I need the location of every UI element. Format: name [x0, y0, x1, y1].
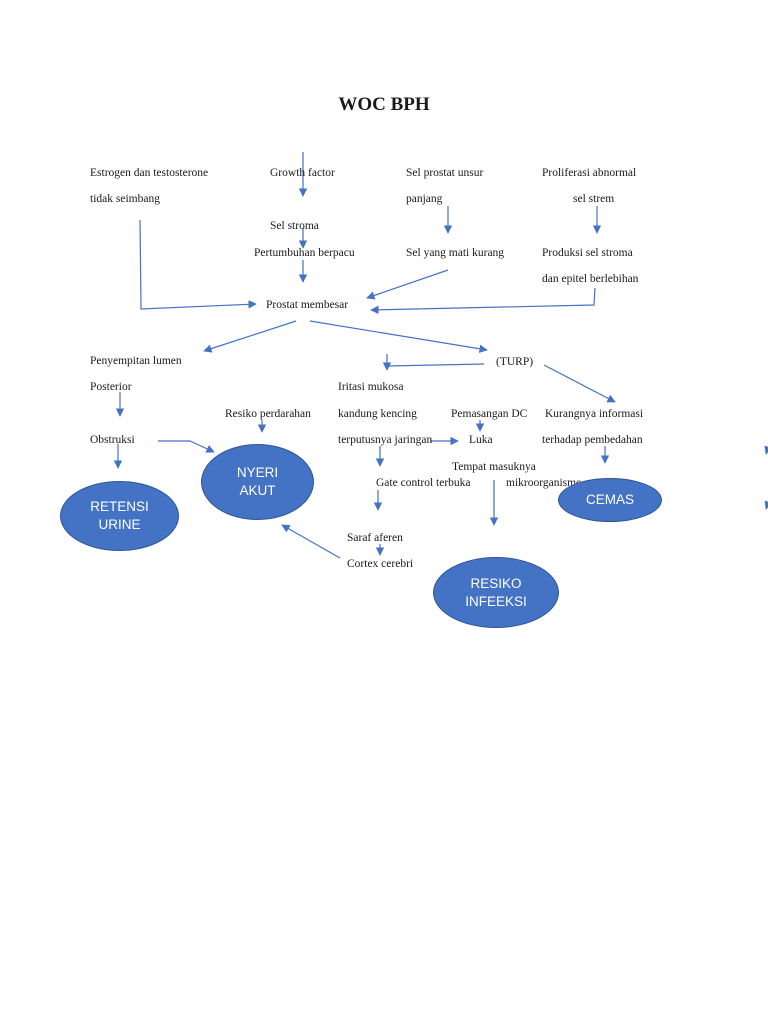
arrow-edge-2	[764, 500, 768, 510]
label-resiko-perdarahan: Resiko perdarahan	[225, 408, 311, 420]
label-kurangnya-line2: terhadap pembedahan	[542, 434, 643, 446]
label-cortex-cerebri: Cortex cerebri	[347, 558, 414, 570]
arrow-turp-kurangnya	[543, 364, 616, 403]
label-pemasangan-dc: Pemasangan DC	[451, 408, 528, 420]
label-estrogen-line2: tidak seimbang	[90, 193, 160, 205]
label-produksi-line2: dan epitel berlebihan	[542, 273, 639, 285]
label-terputusnya: terputusnya jaringan	[338, 434, 433, 446]
label-produksi-line1: Produksi sel stroma	[542, 247, 633, 259]
arrow-prostat-turp	[309, 320, 488, 353]
arrow-selmati-prostat	[366, 269, 449, 300]
label-growth-factor: Growth factor	[270, 167, 335, 179]
outcome-retensi-urine: RETENSI URINE	[60, 481, 179, 551]
label-gate-control: Gate control terbuka	[376, 477, 471, 489]
label-iritasi: Iritasi mukosa	[338, 381, 404, 393]
label-prostat-membesar: Prostat membesar	[266, 299, 349, 311]
outcome-resiko-infeksi: RESIKO INFEEKSI	[433, 557, 559, 628]
label-proliferasi-line1: Proliferasi abnormal	[542, 167, 637, 179]
arrow-turp-iritasi	[386, 354, 485, 367]
label-estrogen-line1: Estrogen dan testosterone	[90, 167, 209, 179]
label-tempat-masuknya: Tempat masuknya	[452, 461, 536, 473]
diagram-title: WOC BPH	[338, 94, 430, 115]
label-luka: Luka	[469, 434, 493, 446]
arrow-cortex-nyeri	[281, 524, 341, 559]
label-sel-prostat-line2: panjang	[406, 193, 443, 205]
label-mikroorganisme: mikroorganisme	[506, 477, 582, 489]
label-saraf-aferen: Saraf aferen	[347, 532, 403, 544]
outcome-cemas: CEMAS	[558, 478, 662, 522]
label-obstruksi: Obstruksi	[90, 434, 135, 446]
arrow-edge-1	[764, 445, 768, 455]
label-kurangnya-line1: Kurangnya informasi	[545, 408, 644, 420]
label-kandung-kencing: kandung kencing	[338, 408, 417, 420]
outcome-nyeri-akut: NYERI AKUT	[201, 444, 314, 520]
arrow-obstruksi-nyeri	[158, 440, 215, 453]
arrow-estrogen-prostat	[139, 219, 257, 310]
arrow-produksi-prostat	[370, 287, 596, 315]
label-sel-stroma: Sel stroma	[270, 220, 319, 232]
label-sel-prostat-line1: Sel prostat unsur	[406, 167, 484, 179]
label-turp: (TURP)	[496, 356, 534, 368]
label-posterior: Posterior	[90, 381, 132, 393]
label-sel-mati: Sel yang mati kurang	[406, 247, 505, 259]
label-pertumbuhan: Pertumbuhan berpacu	[254, 247, 355, 259]
label-penyempitan: Penyempitan lumen	[90, 355, 182, 367]
arrow-prostat-penyempitan	[203, 320, 297, 353]
label-proliferasi-line2: sel strem	[573, 193, 615, 205]
